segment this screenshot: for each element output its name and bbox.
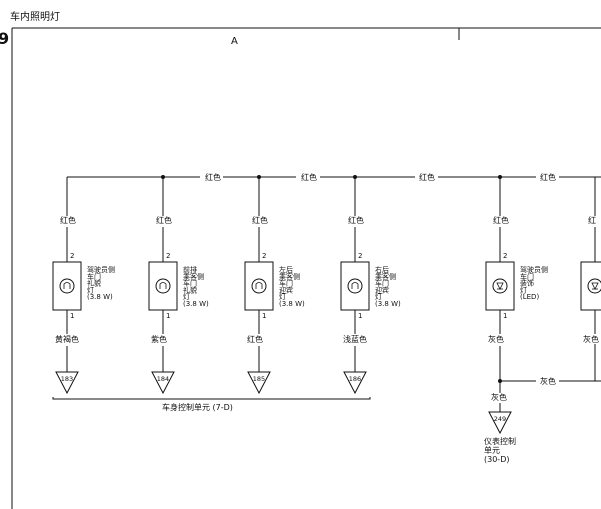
lamp-pin-bottom: 1 (503, 312, 507, 320)
lamp-name-line: (3.8 W) (375, 300, 401, 308)
lamp-filament-symbol (159, 282, 167, 289)
ground-number: 183 (61, 375, 73, 383)
lamp-name-line: 礼貌 (183, 285, 197, 294)
lamp-bulb-icon (587, 278, 601, 294)
lamp-name-line: (LED) (520, 293, 539, 301)
lamp-filament-symbol (255, 282, 263, 289)
lamp-name-line: 驾驶员侧 (87, 265, 115, 274)
ground-triangle (151, 371, 175, 395)
lamp-name-line: 左后 (279, 265, 293, 274)
lamp-name-line: (3.8 W) (87, 293, 113, 301)
lamp-led-symbol (496, 282, 504, 290)
lamp-name-line: 礼貌 (87, 279, 101, 288)
lamp-name-line: 车门 (375, 279, 389, 288)
top-bus-label-2: 红色 (301, 172, 317, 182)
lamp-name-line: 右后 (375, 265, 389, 274)
lamp-bottom-wire-label: 灰色 (583, 334, 599, 344)
ground-triangle (247, 371, 271, 395)
lamp-name-line: 驾驶员侧 (520, 265, 548, 274)
lamp-name-line: 乘客侧 (375, 272, 396, 281)
lamp-name-line: 灯 (87, 285, 94, 294)
lamp-bulb-icon (155, 278, 171, 294)
lamp-bulb-icon (251, 278, 267, 294)
top-bus-label-4: 红色 (540, 172, 556, 182)
lamp-branch: 红灰色 (580, 177, 601, 344)
lamp-bulb-icon (347, 278, 363, 294)
ground-triangle (55, 371, 79, 395)
diagram-title: 车内照明灯 (10, 10, 60, 23)
lamp-top-wire-label: 红 (588, 215, 596, 225)
lamp-name-line: 车门 (279, 279, 293, 288)
meter-unit-line-1: 仪表控制 (484, 436, 516, 446)
top-bus-label-1: 红色 (205, 172, 221, 182)
lamp-name-line: 灯 (279, 292, 286, 301)
lamp-name-line: 前排 (183, 265, 197, 274)
lamp-pin-bottom: 1 (262, 312, 266, 320)
top-bus-label-3: 红色 (419, 172, 435, 182)
lamp-bottom-wire-label: 浅蓝色 (343, 334, 367, 344)
lamp-bulb-icon (492, 278, 508, 294)
lamp-pin-bottom: 1 (70, 312, 74, 320)
lamp-pin-bottom: 1 (166, 312, 170, 320)
body-control-unit-bracket (52, 397, 371, 400)
lamp-name-line: 乘客侧 (279, 272, 300, 281)
lamp-top-wire-label: 红色 (252, 215, 268, 225)
lamp-name-line: 装饰 (520, 279, 534, 288)
lamp-name-line: 车门 (87, 272, 101, 281)
meter-branch-wire-label: 灰色 (491, 392, 507, 402)
lamp-filament-symbol (351, 282, 359, 289)
lamp-name-line: (3.8 W) (279, 300, 305, 308)
frame-marker: 9 (0, 29, 9, 48)
ground-triangle (343, 371, 367, 395)
lamp-top-wire-label: 红色 (60, 215, 76, 225)
lamp-bottom-wire-label: 紫色 (151, 334, 167, 344)
ground-number: 184 (157, 375, 169, 383)
lamp-name-line: 灯 (183, 292, 190, 301)
lamp-bottom-wire-label: 灰色 (488, 334, 504, 344)
meter-ground-number: 249 (494, 415, 506, 423)
lamp-name-line: 车门 (520, 272, 534, 281)
lamp-filament-symbol (63, 282, 71, 289)
lamp-pin-top: 2 (503, 252, 507, 260)
body-control-unit-label: 车身控制单元 (7-D) (162, 402, 233, 412)
lamp-name-line: 灯 (520, 285, 527, 294)
section-label: A (231, 36, 238, 47)
lamp-pin-top: 2 (262, 252, 266, 260)
lamp-pin-bottom: 1 (358, 312, 362, 320)
meter-ground-triangle (488, 411, 512, 435)
lamp-name-line: 迎宾 (375, 285, 389, 294)
lamp-name-line: 乘客侧 (183, 272, 204, 281)
meter-unit-line-2: 单元 (484, 445, 500, 455)
lamp-bottom-wire-label: 红色 (247, 334, 263, 344)
lamp-led-symbol (591, 282, 599, 290)
lamp-name-line: 灯 (375, 292, 382, 301)
lamp-pin-top: 2 (166, 252, 170, 260)
lamp-pin-top: 2 (70, 252, 74, 260)
lamp-bulb-icon (59, 278, 75, 294)
meter-unit-line-3: (30-D) (484, 455, 509, 464)
ground-number: 186 (349, 375, 361, 383)
lamp-name-line: 车门 (183, 279, 197, 288)
lamp-pin-top: 2 (358, 252, 362, 260)
bottom-bus-label: 灰色 (540, 376, 556, 386)
lamp-top-wire-label: 红色 (156, 215, 172, 225)
lamp-top-wire-label: 红色 (493, 215, 509, 225)
ground-number: 185 (253, 375, 265, 383)
lamp-name-line: 迎宾 (279, 285, 293, 294)
lamp-name-line: (3.8 W) (183, 300, 209, 308)
lamp-bottom-wire-label: 黄褐色 (55, 334, 79, 344)
lamp-top-wire-label: 红色 (348, 215, 364, 225)
